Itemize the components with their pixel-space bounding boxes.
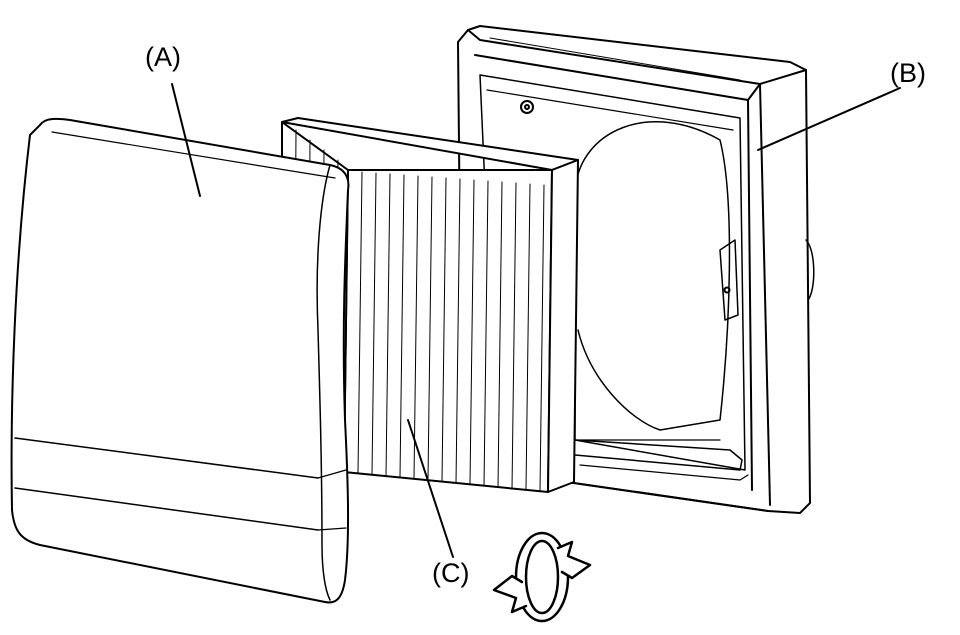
callout-label-a: (A) [145, 42, 181, 72]
callout-label-c: (C) [432, 558, 470, 588]
callout-label-b: (B) [890, 58, 926, 88]
leader-line-b [757, 87, 901, 151]
front-cover [10, 117, 350, 604]
rotate-arrows-icon [492, 531, 592, 623]
leader-lines [171, 83, 901, 558]
leader-line-c [407, 419, 454, 558]
leader-line-a [171, 83, 201, 197]
